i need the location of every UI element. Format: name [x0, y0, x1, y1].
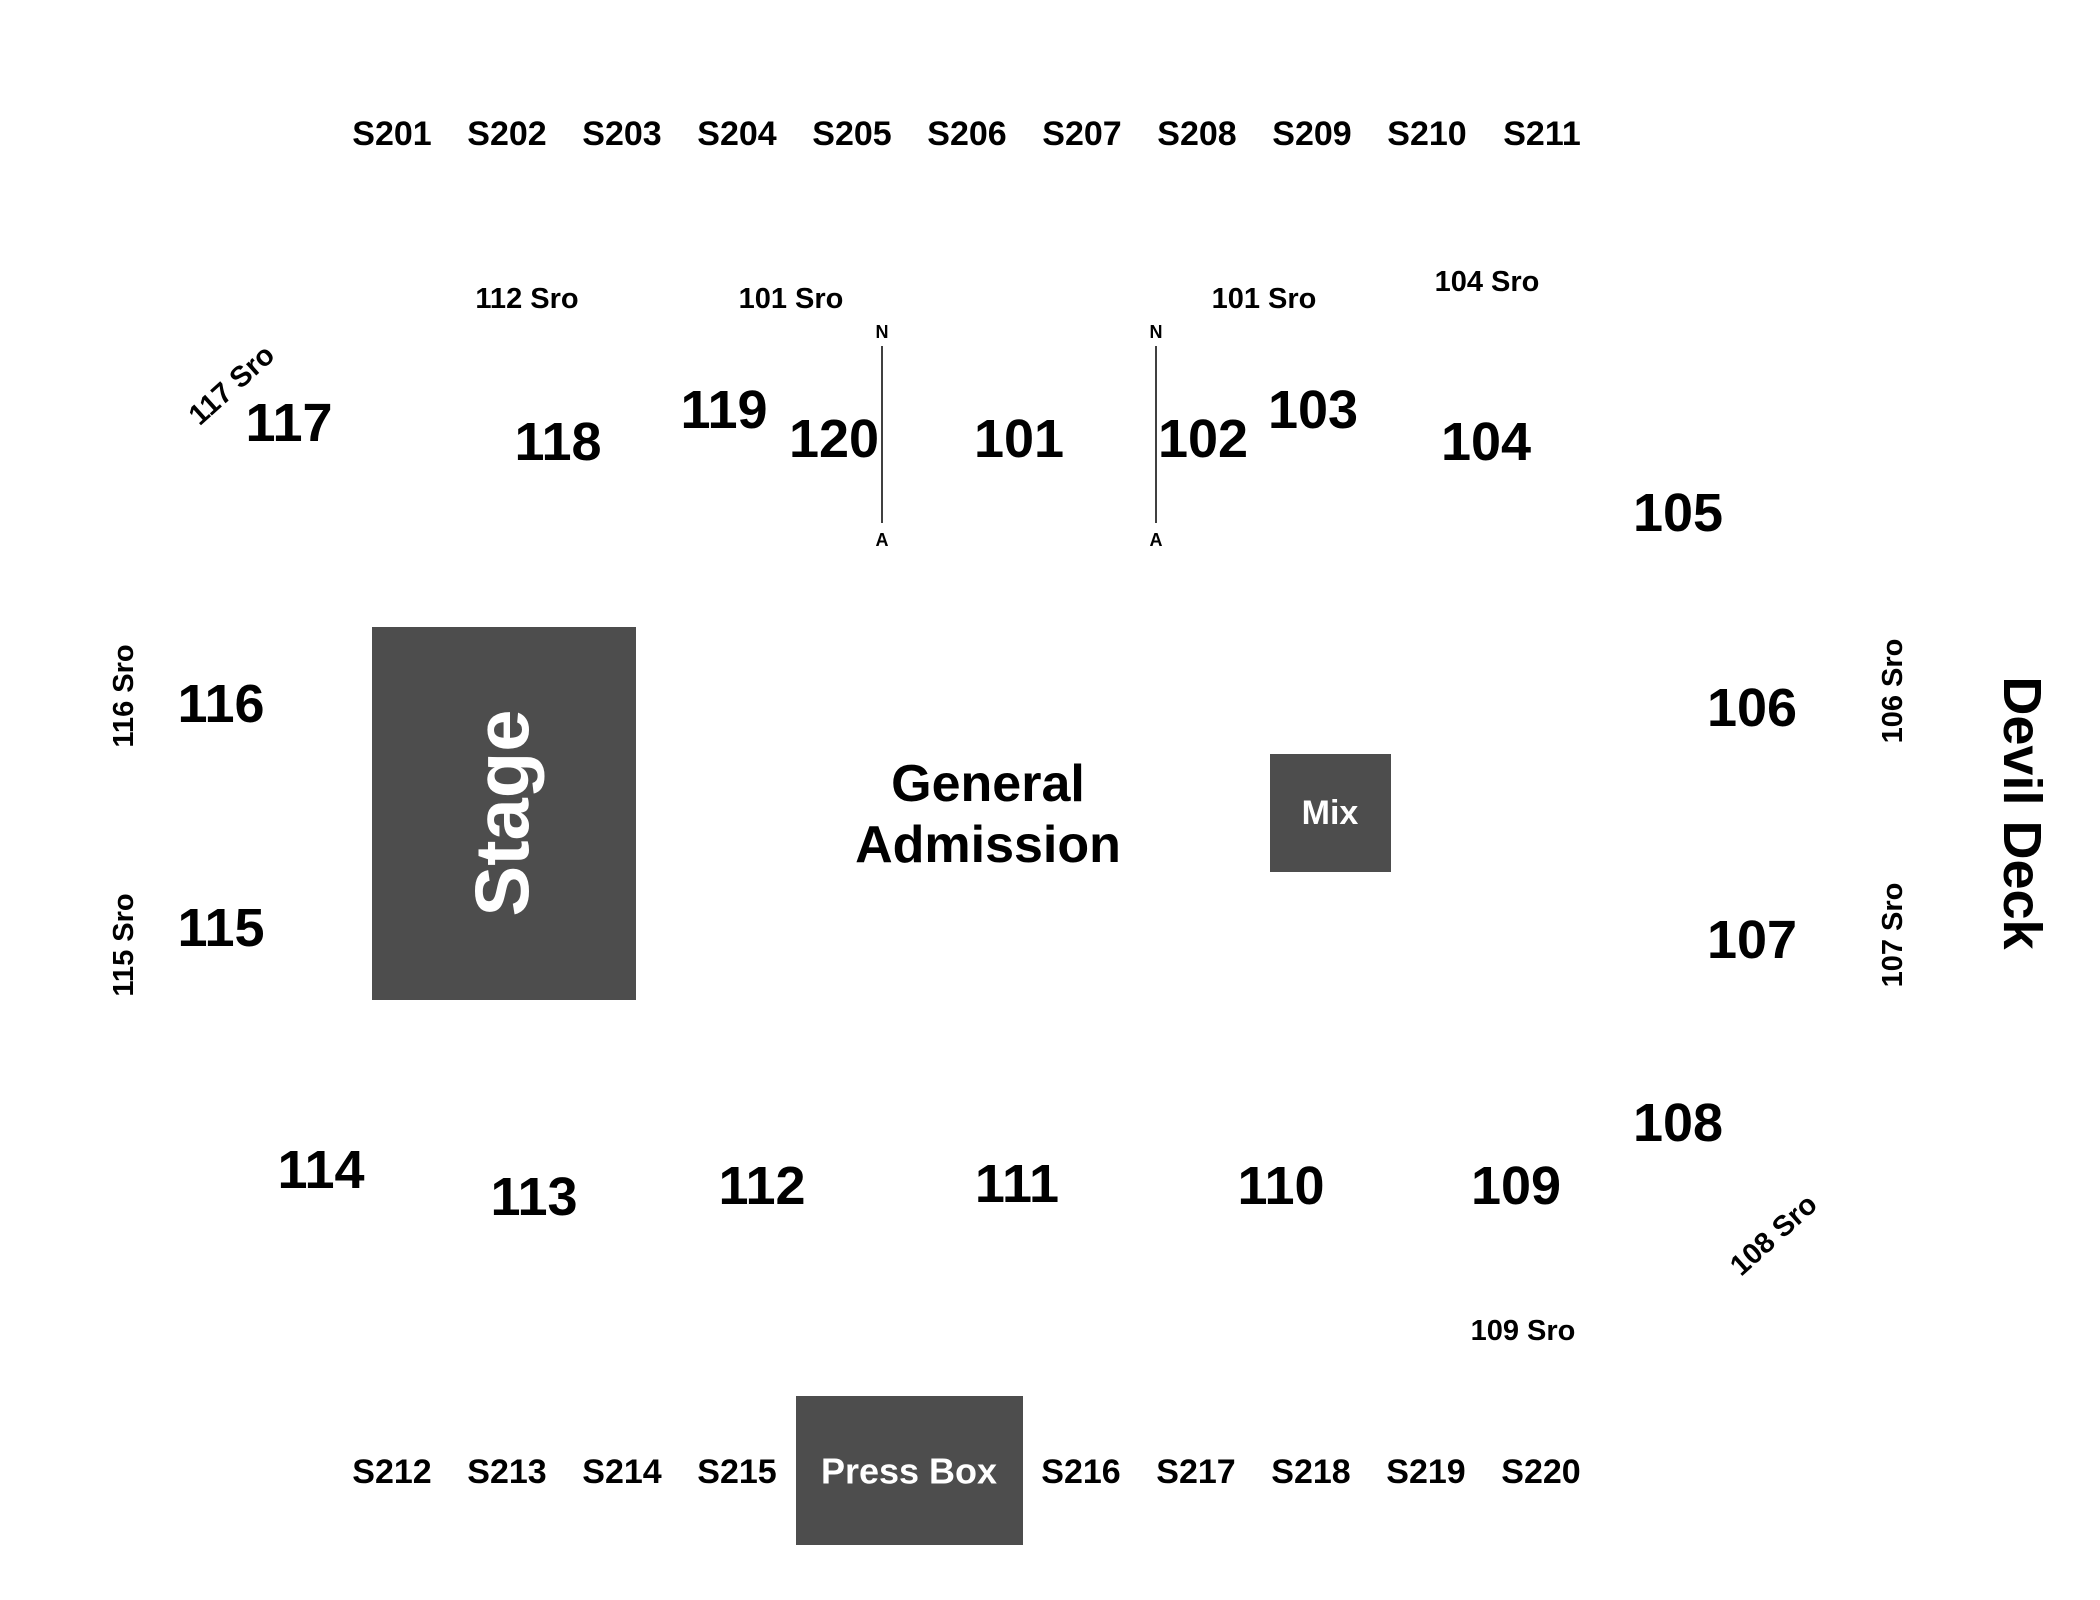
- suite-s220[interactable]: S220: [1501, 1453, 1580, 1491]
- suite-s202[interactable]: S202: [467, 115, 546, 153]
- suite-s215[interactable]: S215: [697, 1453, 776, 1491]
- devil-deck-label[interactable]: Devil Deck: [1992, 676, 2052, 950]
- section-101[interactable]: 101: [974, 409, 1064, 469]
- section-108[interactable]: 108: [1633, 1093, 1723, 1153]
- section-118[interactable]: 118: [514, 412, 601, 472]
- section-117[interactable]: 117: [245, 393, 332, 453]
- suite-s207[interactable]: S207: [1042, 115, 1121, 153]
- section-113[interactable]: 113: [490, 1167, 577, 1227]
- press-box-label: Press Box: [821, 1451, 997, 1492]
- section-104[interactable]: 104: [1441, 412, 1531, 472]
- section-111[interactable]: 111: [975, 1154, 1059, 1214]
- section-115[interactable]: 115: [177, 898, 264, 958]
- sro-115-label[interactable]: 115 Sro: [108, 893, 140, 996]
- aisle-left-top-marker: N: [876, 322, 889, 342]
- suite-s201[interactable]: S201: [352, 115, 431, 153]
- sro-116-label[interactable]: 116 Sro: [108, 644, 140, 747]
- section-119[interactable]: 119: [680, 380, 767, 440]
- section-114[interactable]: 114: [277, 1140, 364, 1200]
- section-109[interactable]: 109: [1471, 1156, 1561, 1216]
- aisle-left-bottom-marker: A: [876, 530, 889, 550]
- section-116[interactable]: 116: [177, 674, 264, 734]
- suite-s205[interactable]: S205: [812, 115, 891, 153]
- section-105[interactable]: 105: [1633, 483, 1723, 543]
- sro-112-label[interactable]: 112 Sro: [475, 283, 578, 315]
- suites-bottom-right-row: S216 S217 S218 S219 S220: [1041, 1453, 1580, 1491]
- suite-s212[interactable]: S212: [352, 1453, 431, 1491]
- suite-s216[interactable]: S216: [1041, 1453, 1120, 1491]
- sro-108-label[interactable]: 108 Sro: [1724, 1188, 1823, 1282]
- section-103[interactable]: 103: [1268, 380, 1358, 440]
- sro-101-right-label[interactable]: 101 Sro: [1212, 283, 1317, 315]
- aisle-right-bottom-marker: A: [1150, 530, 1163, 550]
- mix-block: [1270, 754, 1391, 872]
- suite-s206[interactable]: S206: [927, 115, 1006, 153]
- suite-s219[interactable]: S219: [1386, 1453, 1465, 1491]
- suite-s208[interactable]: S208: [1157, 115, 1236, 153]
- general-admission-line-2[interactable]: Admission: [855, 816, 1121, 874]
- section-112[interactable]: 112: [718, 1156, 805, 1216]
- mix-label: Mix: [1302, 794, 1359, 832]
- general-admission-line-1[interactable]: General: [891, 755, 1085, 813]
- aisle-right-top-marker: N: [1150, 322, 1163, 342]
- suite-s217[interactable]: S217: [1156, 1453, 1235, 1491]
- sro-106-label[interactable]: 106 Sro: [1877, 639, 1909, 744]
- suites-bottom-left-row: S212 S213 S214 S215: [352, 1453, 776, 1491]
- stage-label: Stage: [461, 710, 546, 917]
- suite-s214[interactable]: S214: [582, 1453, 661, 1491]
- section-107[interactable]: 107: [1707, 910, 1797, 970]
- sro-104-label[interactable]: 104 Sro: [1435, 266, 1540, 298]
- suite-s213[interactable]: S213: [467, 1453, 546, 1491]
- suite-s203[interactable]: S203: [582, 115, 661, 153]
- suite-s209[interactable]: S209: [1272, 115, 1351, 153]
- section-102[interactable]: 102: [1158, 409, 1248, 469]
- suite-s210[interactable]: S210: [1387, 115, 1466, 153]
- suite-s211[interactable]: S211: [1503, 115, 1581, 153]
- section-106[interactable]: 106: [1707, 678, 1797, 738]
- section-110[interactable]: 110: [1237, 1156, 1324, 1216]
- sro-101-left-label[interactable]: 101 Sro: [739, 283, 844, 315]
- suite-s204[interactable]: S204: [697, 115, 776, 153]
- suites-top-row: S201 S202 S203 S204 S205 S206 S207 S208 S209 S210…: [352, 115, 1580, 153]
- section-120[interactable]: 120: [789, 409, 879, 469]
- sro-109-label[interactable]: 109 Sro: [1471, 1315, 1576, 1347]
- press-box-block: [796, 1396, 1023, 1545]
- sro-107-label[interactable]: 107 Sro: [1877, 883, 1909, 988]
- stage-block: [372, 627, 636, 1000]
- suite-s218[interactable]: S218: [1271, 1453, 1350, 1491]
